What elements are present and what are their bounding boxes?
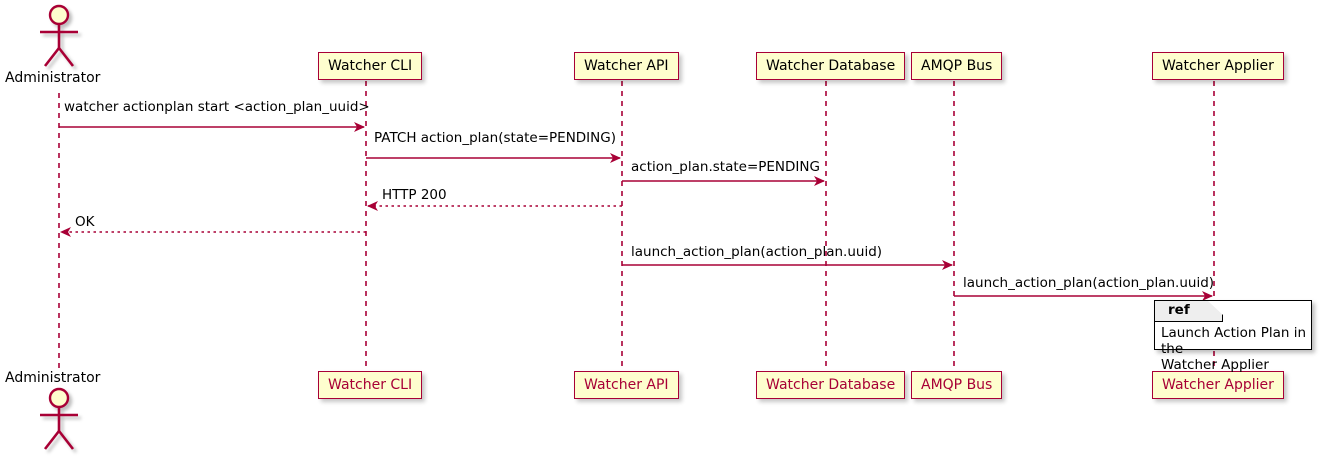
message-label-6: launch_action_plan(action_plan.uuid)	[631, 244, 883, 260]
actor-administrator-bottom-icon	[40, 387, 78, 450]
lifelines-group	[58, 81, 1215, 372]
ref-fragment-body-line-2: Watcher Applier	[1161, 357, 1269, 373]
actor-label-bottom: Administrator	[5, 370, 101, 386]
participant-box-top-amqp-bus[interactable]: AMQP Bus	[911, 52, 1003, 80]
message-label-5: OK	[75, 214, 95, 230]
ref-fragment-body: Launch Action Plan in the Watcher Applie…	[1161, 325, 1307, 373]
message-label-7: launch_action_plan(action_plan.uuid)	[963, 275, 1215, 291]
message-label-1: watcher actionplan start <action_plan_uu…	[64, 99, 370, 115]
ref-fragment-tab: ref	[1155, 301, 1223, 322]
participant-box-top-watcher-database[interactable]: Watcher Database	[756, 52, 906, 80]
message-label-4: HTTP 200	[382, 187, 447, 203]
message-label-3: action_plan.state=PENDING	[631, 159, 820, 175]
ref-fragment-body-line-1: Launch Action Plan in the	[1161, 325, 1307, 357]
message-arrows-group	[59, 122, 1213, 301]
participant-box-top-watcher-applier[interactable]: Watcher Applier	[1152, 52, 1284, 80]
participant-box-bottom-amqp-bus[interactable]: AMQP Bus	[911, 371, 1003, 399]
participant-box-bottom-watcher-applier[interactable]: Watcher Applier	[1152, 371, 1284, 399]
participant-box-top-watcher-api[interactable]: Watcher API	[574, 52, 679, 80]
actor-label-top: Administrator	[5, 70, 101, 86]
ref-fragment: ref Launch Action Plan in the Watcher Ap…	[1154, 300, 1312, 373]
actor-administrator-top-icon	[40, 4, 78, 67]
participant-box-top-watcher-cli[interactable]: Watcher CLI	[318, 52, 423, 80]
participant-box-bottom-watcher-database[interactable]: Watcher Database	[756, 371, 906, 399]
ref-fragment-tab-label: ref	[1168, 302, 1190, 319]
participant-box-bottom-watcher-cli[interactable]: Watcher CLI	[318, 371, 423, 399]
message-label-2: PATCH action_plan(state=PENDING)	[374, 130, 616, 146]
participant-box-bottom-watcher-api[interactable]: Watcher API	[574, 371, 679, 399]
